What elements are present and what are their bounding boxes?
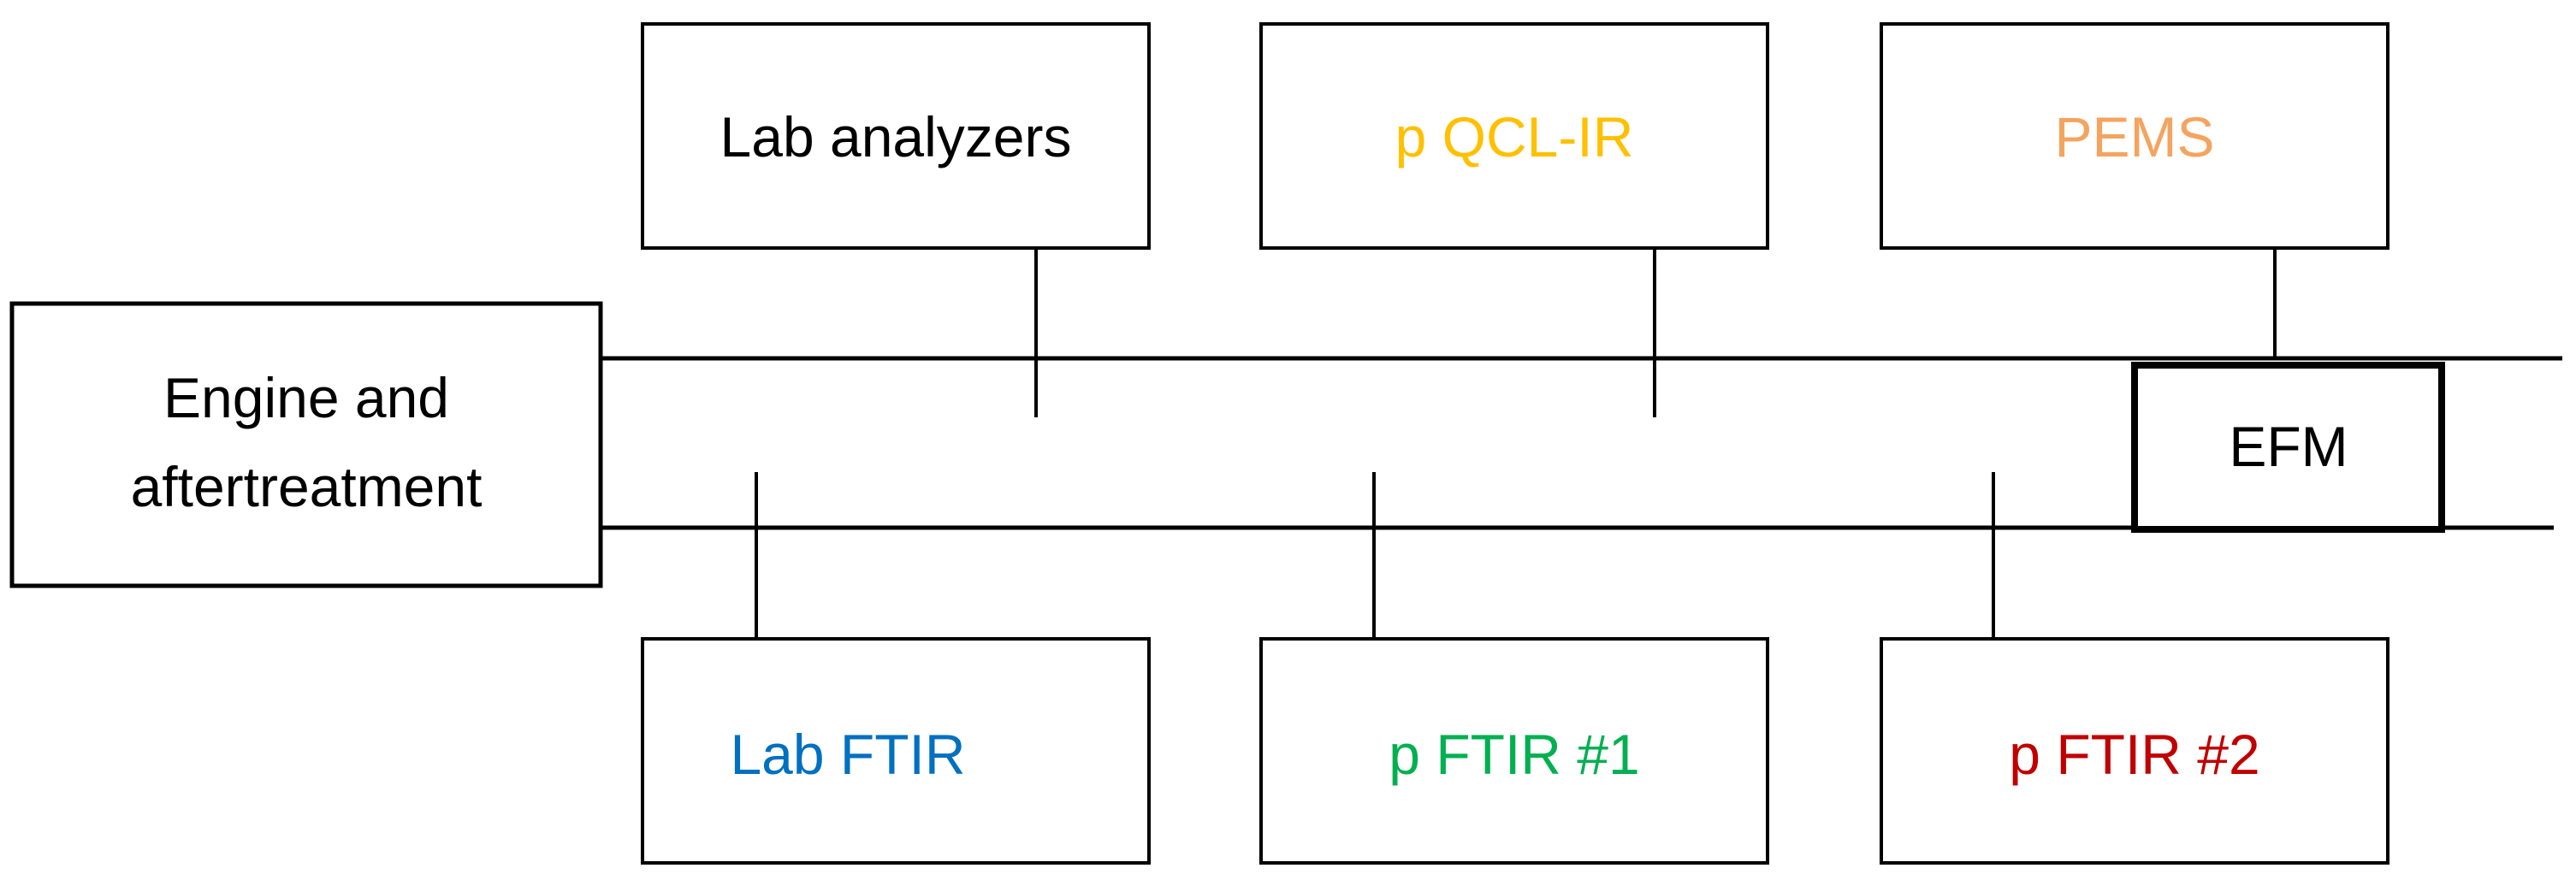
efm-label: EFM bbox=[2229, 415, 2348, 478]
engine-label-line1: Engine and bbox=[163, 366, 449, 429]
bottom-box-label: p FTIR #2 bbox=[2009, 723, 2259, 786]
bottom-box-label: p FTIR #1 bbox=[1389, 723, 1639, 786]
engine-box: Engine and aftertreatment bbox=[9, 301, 603, 588]
top-box-lab-analyzers: Lab analyzers bbox=[641, 22, 1151, 250]
top-box-pems: PEMS bbox=[1880, 22, 2389, 250]
bottom-box-p-ftir-1: p FTIR #1 bbox=[1259, 637, 1769, 865]
bottom-box-p-ftir-2: p FTIR #2 bbox=[1880, 637, 2389, 865]
top-box-p-qcl-ir: p QCL-IR bbox=[1259, 22, 1769, 250]
efm-box: EFM bbox=[2131, 362, 2445, 533]
engine-label-line2: aftertreatment bbox=[131, 455, 483, 518]
top-box-label: PEMS bbox=[2054, 105, 2214, 168]
bottom-box-lab-ftir: Lab FTIR bbox=[641, 637, 1151, 865]
top-box-label: p QCL-IR bbox=[1395, 105, 1634, 168]
bottom-box-label: Lab FTIR bbox=[730, 723, 965, 786]
top-box-label: Lab analyzers bbox=[720, 105, 1072, 168]
